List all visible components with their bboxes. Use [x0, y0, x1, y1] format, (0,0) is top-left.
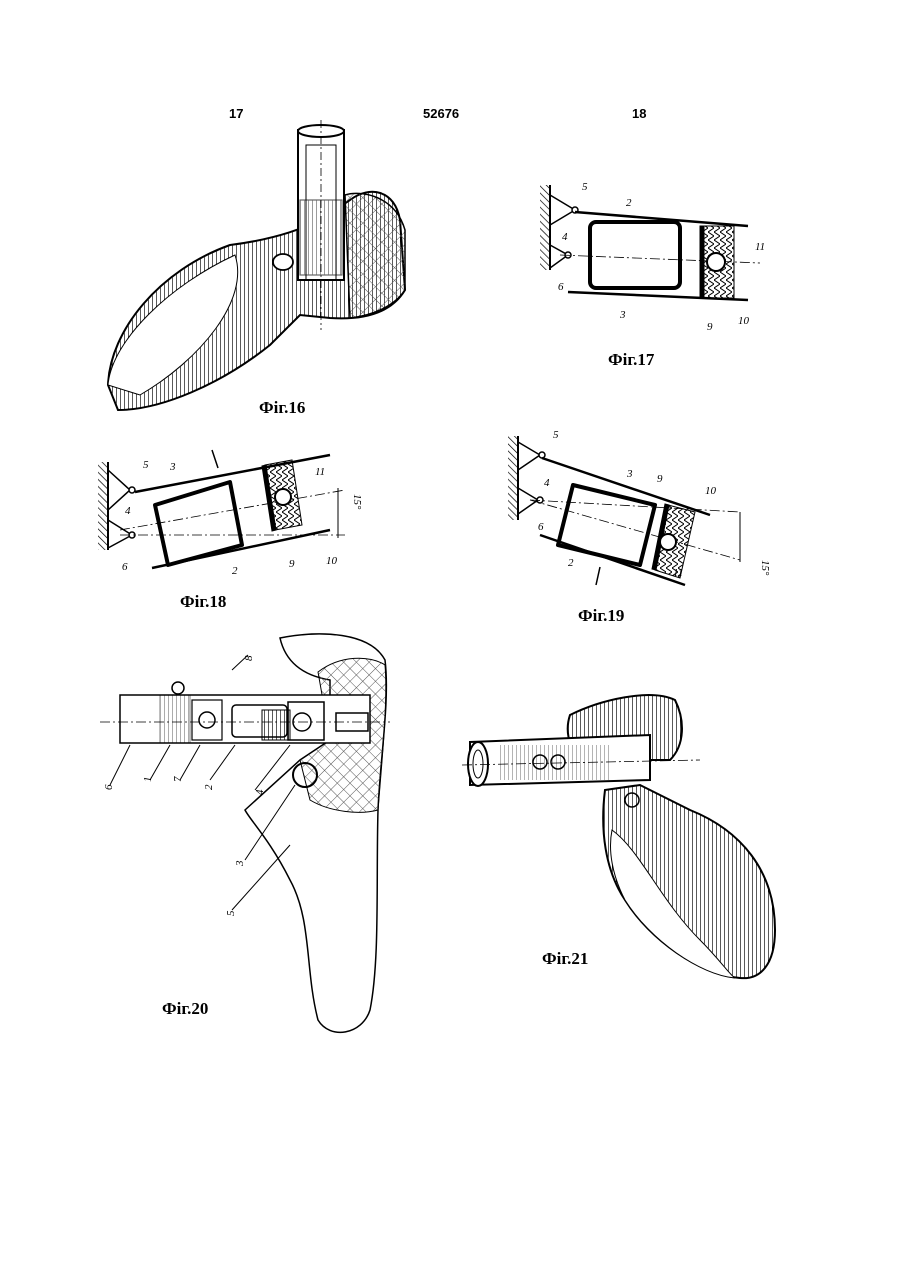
fig19-label: 6	[538, 521, 544, 533]
fig17-label: 11	[755, 241, 765, 253]
figure-16-caption: Фіг.16	[259, 398, 305, 418]
fig20-label: 7	[172, 776, 184, 782]
fig17-label: 5	[582, 181, 588, 193]
fig17-label: 2	[626, 197, 632, 209]
fig19-label: 2	[568, 557, 574, 569]
figure-18-drawing	[98, 450, 345, 568]
figure-18-caption: Фіг.18	[180, 592, 226, 612]
fig18-label: 4	[125, 505, 131, 517]
figure-21-drawing	[462, 695, 775, 978]
fig17-label: 9	[707, 321, 713, 333]
fig19-label: 3	[626, 468, 633, 480]
fig20-label: 8	[243, 655, 255, 661]
fig20-label: 3	[234, 860, 246, 867]
fig19-label: 4	[544, 477, 550, 489]
figure-20-drawing	[100, 634, 390, 1032]
fig17-label: 6	[558, 281, 564, 293]
fig18-label: 5	[143, 459, 149, 471]
fig17-label: 10	[738, 315, 750, 327]
fig18-label: 11	[315, 466, 325, 478]
fig20-label: 4	[254, 789, 266, 795]
fig18-label: 6	[122, 561, 128, 573]
figure-21-caption: Фіг.21	[542, 949, 588, 969]
fig20-label: 5	[225, 910, 237, 916]
fig17-label: 4	[562, 231, 568, 243]
figure-20-labels: 8 6 1 7 2 4 3 5	[103, 655, 266, 916]
figure-17-drawing	[540, 185, 760, 300]
figure-17-caption: Фіг.17	[608, 350, 654, 370]
fig18-label: 15°	[351, 494, 363, 510]
fig18-label: 10	[326, 555, 338, 567]
fig17-label: 3	[619, 309, 626, 321]
fig19-label: 10	[705, 485, 717, 497]
figure-19-caption: Фіг.19	[578, 606, 624, 626]
fig19-label: 15°	[759, 560, 771, 576]
fig20-label: 2	[203, 784, 215, 790]
fig20-label: 1	[142, 777, 154, 783]
fig18-label: 3	[169, 461, 176, 473]
fig19-label: 5	[553, 429, 559, 441]
fig19-label: 9	[657, 473, 663, 485]
fig18-label: 9	[289, 558, 295, 570]
figure-16-drawing	[108, 120, 405, 410]
figure-19-drawing	[508, 436, 740, 585]
figure-20-caption: Фіг.20	[162, 999, 208, 1019]
fig20-label: 6	[103, 784, 115, 790]
fig18-label: 2	[232, 565, 238, 577]
fig19-label: 11	[673, 567, 683, 579]
